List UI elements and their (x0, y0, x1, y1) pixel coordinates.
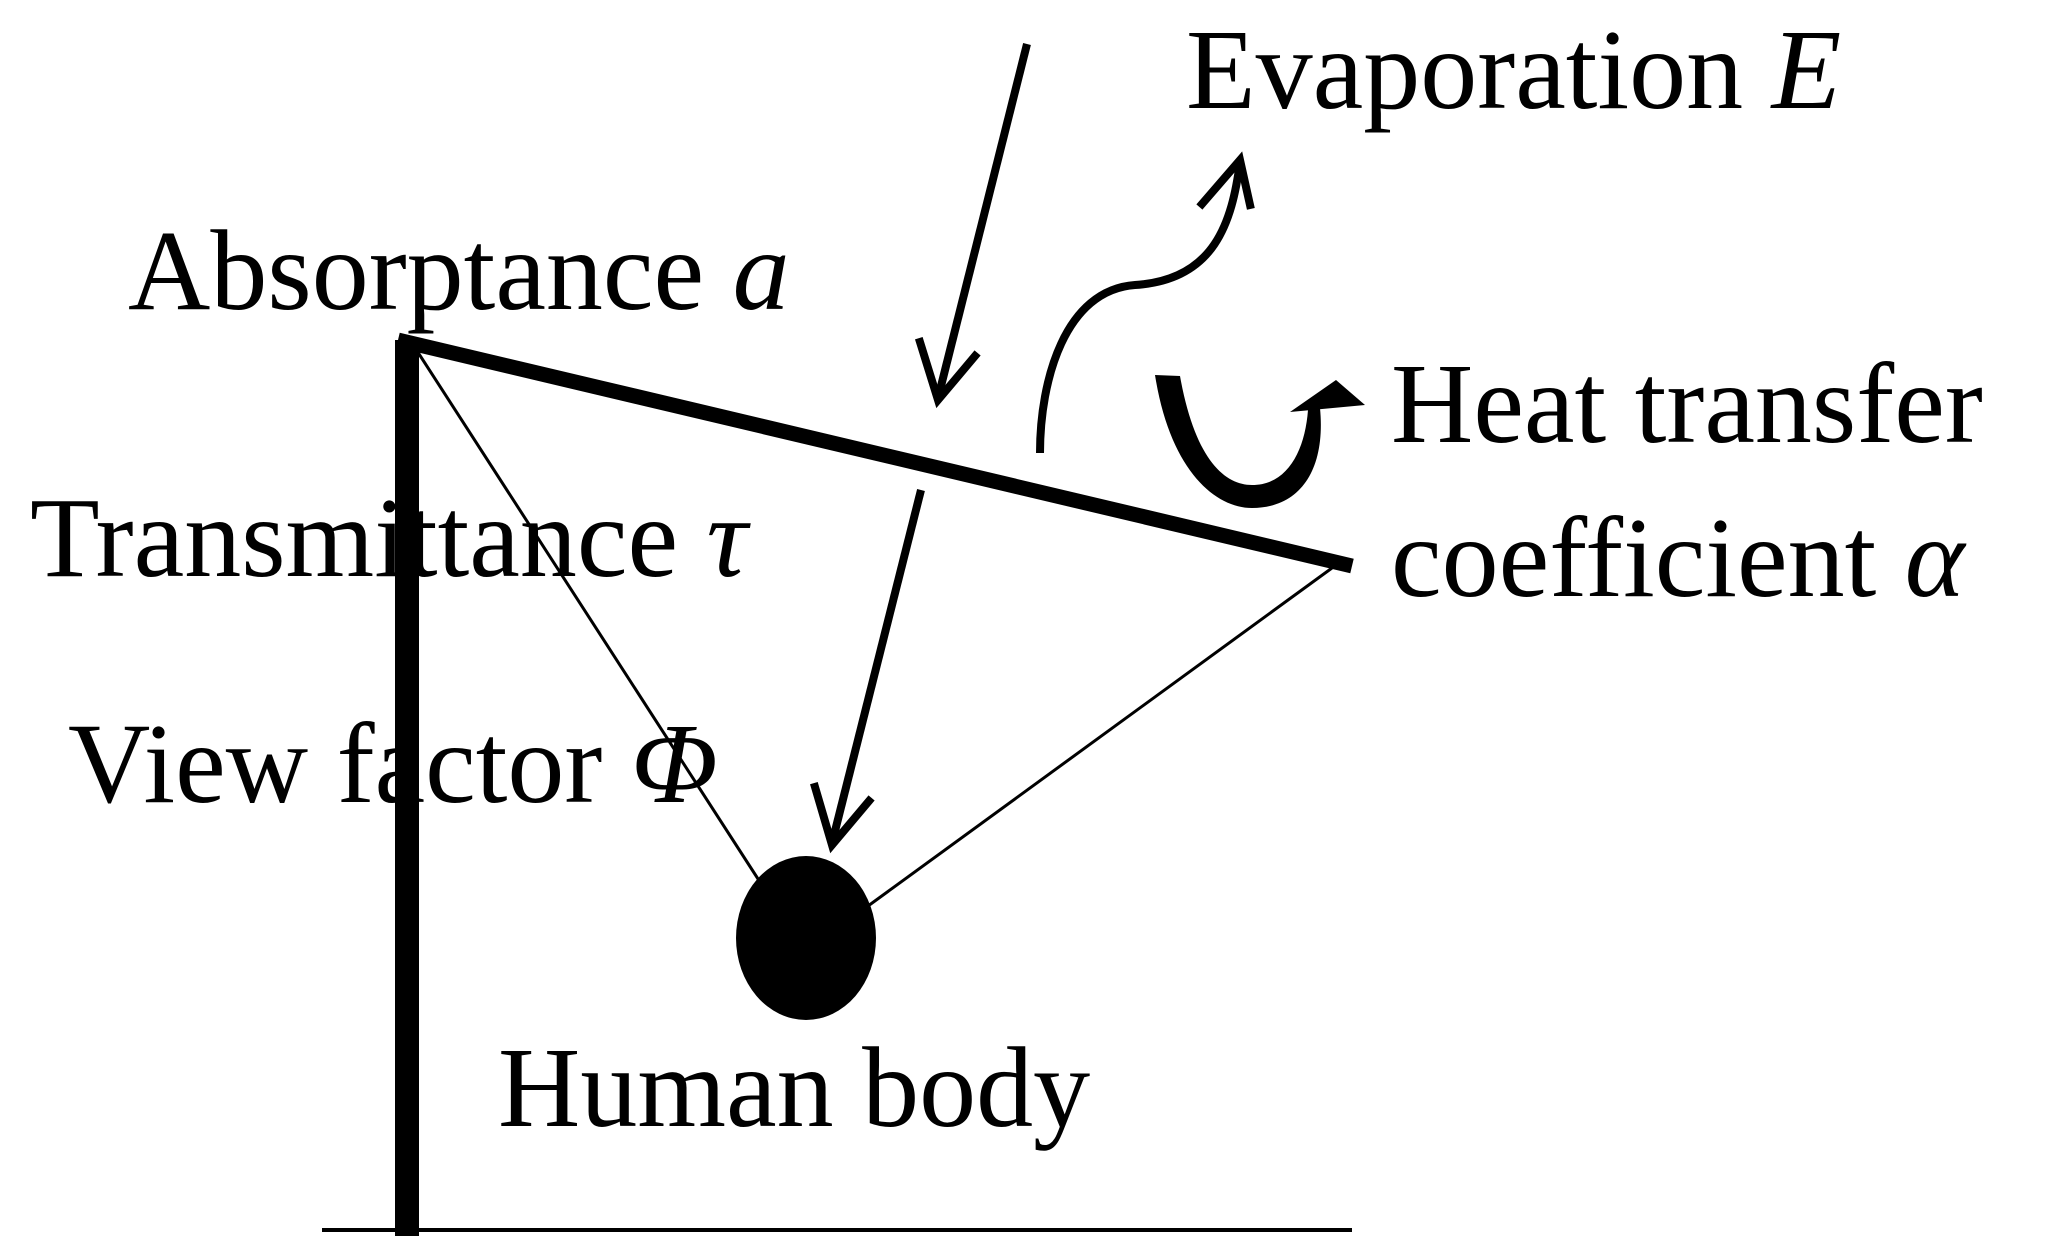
incident-radiation-arrowhead (914, 336, 981, 409)
label-evaporation-text: Evaporation (1186, 6, 1772, 133)
incident-radiation-arrow (934, 43, 1031, 399)
label-human-body: Human body (498, 1024, 1090, 1151)
transmitted-radiation-arrowhead (810, 782, 875, 854)
label-heat-transfer-text: coefficient (1391, 494, 1905, 621)
label-view-factor-text: View factor (68, 700, 631, 827)
transmitted-radiation-arrow (828, 489, 925, 844)
heat-transfer-convection-arrow (1155, 375, 1321, 508)
evaporation-wavy-arrow (1036, 161, 1244, 454)
label-transmittance: Transmittance τ (30, 474, 752, 601)
label-view-factor-symbol: Φ (631, 700, 718, 827)
evaporation-arrowhead (1196, 151, 1255, 210)
label-evaporation: Evaporation E (1186, 6, 1841, 133)
label-absorptance: Absorptance a (128, 207, 790, 334)
heat-transfer-arrowhead (1290, 380, 1365, 412)
view-factor-line-right (867, 566, 1333, 908)
label-absorptance-text: Absorptance (128, 207, 733, 334)
view-factor-line-left (408, 339, 762, 883)
label-evaporation-symbol: E (1770, 6, 1842, 133)
label-transmittance-text: Transmittance (30, 474, 707, 601)
human-body-circle (736, 856, 876, 1020)
sloped-roof (396, 332, 1354, 574)
label-heat-transfer-line2: coefficient α (1391, 494, 1967, 621)
label-heat-transfer-line1: Heat transfer (1391, 340, 1983, 467)
label-heat-transfer-symbol: α (1905, 494, 1967, 621)
label-transmittance-symbol: τ (707, 474, 752, 601)
label-absorptance-symbol: a (733, 207, 790, 334)
label-view-factor: View factor Φ (68, 700, 718, 827)
